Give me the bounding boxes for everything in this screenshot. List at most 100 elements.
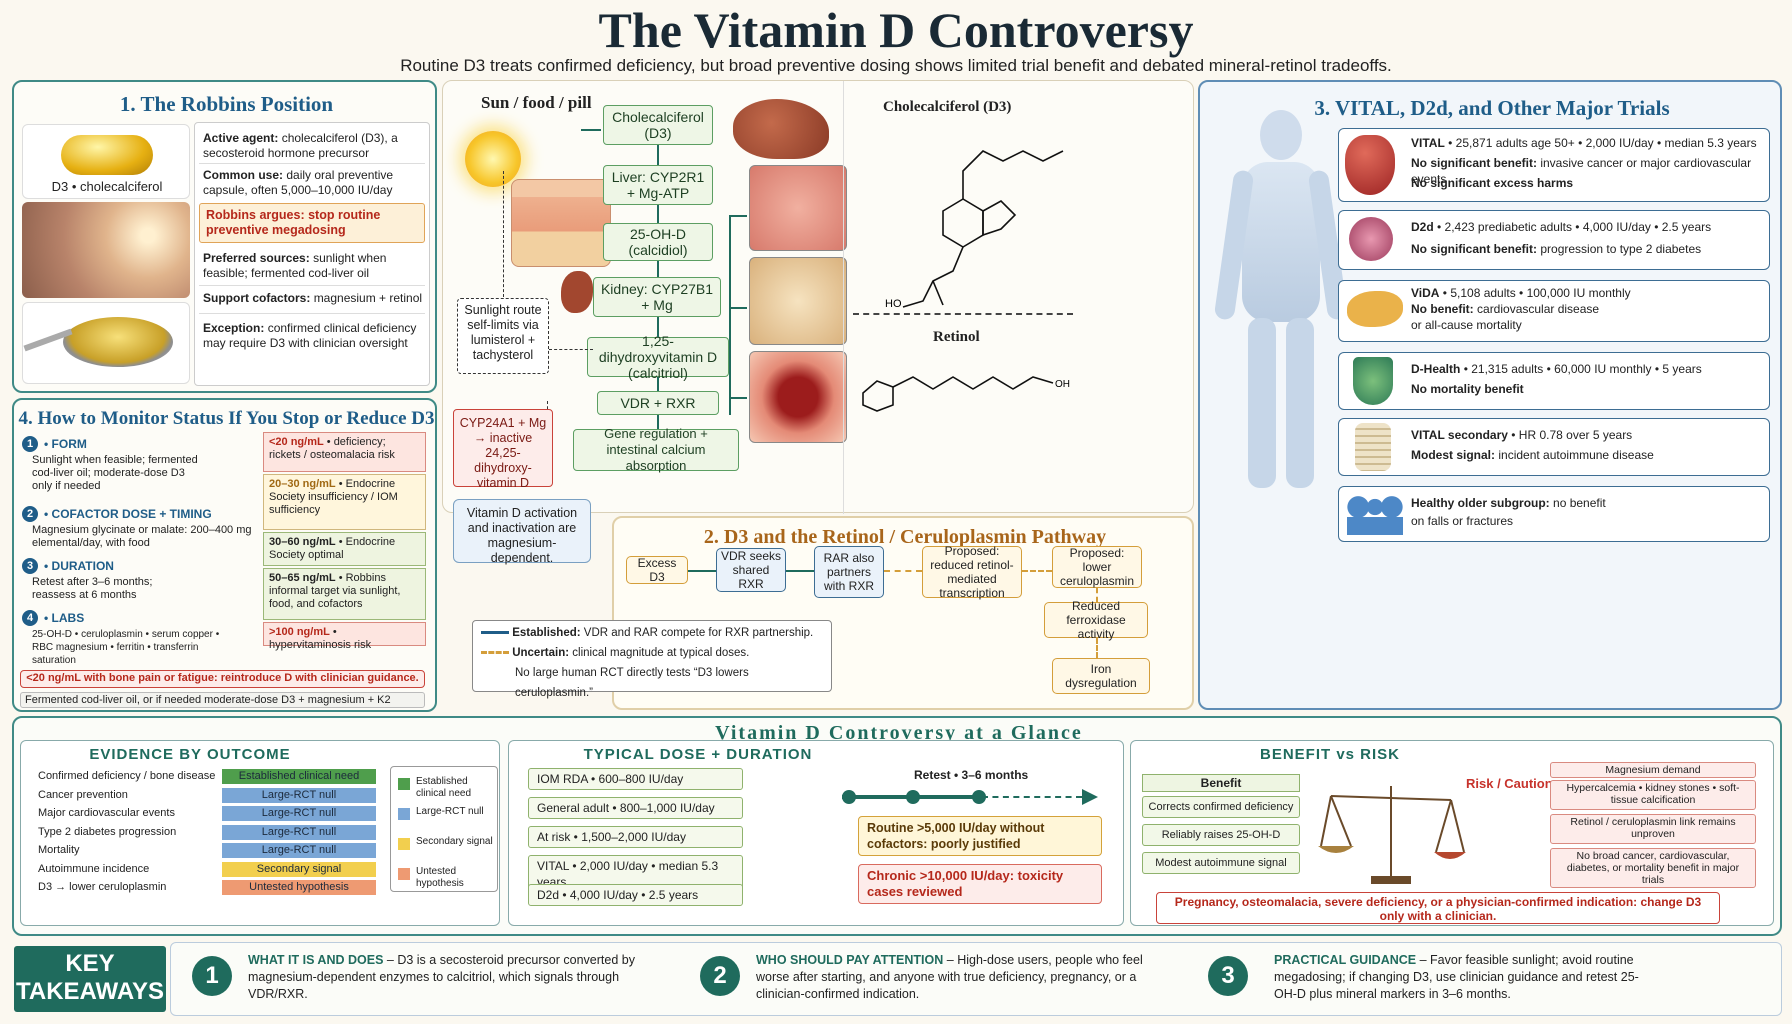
trial-vida-result-label: No benefit: xyxy=(1411,302,1474,316)
trial-d2d-detail: • 2,423 prediabetic adults • 4,000 IU/da… xyxy=(1437,220,1712,234)
node-vdr-seeks-rxr: VDR seeks shared RXR xyxy=(716,548,786,592)
monitor-head-labs: • LABS xyxy=(44,611,85,625)
activation-note: Vitamin D activation and inactivation ar… xyxy=(453,499,591,565)
svg-text:HO: HO xyxy=(885,298,902,310)
retinol-structure-label: Retinol xyxy=(933,329,980,345)
dose-row: At risk • 1,500–2,000 IU/day xyxy=(528,826,743,848)
dose-title: TYPICAL DOSE + DURATION xyxy=(583,746,813,763)
evidence-outcome: Autoimmune incidence xyxy=(38,862,150,875)
takeaway-num-1: 1 xyxy=(192,956,232,996)
step-gene-regulation: Gene regulation + intestinal calcium abs… xyxy=(573,426,739,473)
legend-swatch xyxy=(398,808,410,820)
legend-label: Large-RCT null xyxy=(416,806,484,817)
evidence-outcome: Cancer prevention xyxy=(38,788,128,801)
trial-vida: ViDA • 5,108 adults • 100,000 IU monthly… xyxy=(1338,280,1770,342)
evidence-tag: Untested hypothesis xyxy=(222,880,376,895)
robbins-argues-box: Robbins argues: stop routine preventive … xyxy=(199,203,425,243)
page-title: The Vitamin D Controversy xyxy=(598,2,1194,58)
trial-vital-secondary-label: Modest signal: xyxy=(1411,448,1496,462)
evidence-outcome: Mortality xyxy=(38,844,80,856)
people-group-icon xyxy=(1347,495,1403,535)
risk-item: No broad cancer, cardiovascular, diabete… xyxy=(1550,848,1756,888)
intestine-icon xyxy=(749,165,847,251)
legend-established-label: Established: xyxy=(512,627,581,639)
trial-dhealth-detail: • 21,315 adults • 60,000 IU monthly • 5 … xyxy=(1463,362,1702,376)
trial-vital-harms: No significant excess harms xyxy=(1411,176,1574,190)
node-reduced-ferroxidase: Reduced ferroxidase activity xyxy=(1044,599,1148,641)
trial-vital-secondary-result: incident autoimmune disease xyxy=(1498,448,1654,462)
evidence-outcome: Major cardiovascular events xyxy=(38,807,175,819)
legend-label: Established clinical need xyxy=(416,776,472,799)
skeleton-icon xyxy=(1355,423,1391,471)
preferred-sources-label: Preferred sources: xyxy=(203,251,310,265)
retinol-structure: OH xyxy=(862,376,1070,412)
trial-d2d-name: D2d xyxy=(1411,220,1434,234)
trial-vital-name: VITAL xyxy=(1411,136,1445,150)
trial-dhealth-result: No mortality benefit xyxy=(1411,382,1524,396)
monitor-text-labs: 25-OH-D • ceruloplasmin • serum copper •… xyxy=(32,629,220,666)
evidence-outcome: D3 → lower ceruloplasmin xyxy=(38,881,167,893)
robbins-title: 1. The Robbins Position xyxy=(119,92,334,116)
takeaway-2-text: – High-dose users, people who feel worse… xyxy=(756,953,1143,1001)
bone-icon xyxy=(749,257,847,345)
cholecalciferol-structure: HO xyxy=(885,150,1064,310)
trial-vida-result: cardiovascular disease xyxy=(1477,302,1600,316)
retest-label: Retest • 3–6 months xyxy=(914,768,1029,782)
retest-timeline xyxy=(842,788,1100,808)
step-liver: Liver: CYP2R1 + Mg-ATP xyxy=(603,165,713,205)
evidence-tag: Large-RCT null xyxy=(222,787,376,803)
evidence-tag: Large-RCT null xyxy=(222,806,376,821)
range-50-65: 50–65 ng/mL • Robbins informal target vi… xyxy=(263,568,426,620)
trial-vital: VITAL • 25,871 adults age 50+ • 2,000 IU… xyxy=(1338,128,1770,202)
liver-icon xyxy=(733,99,829,159)
kidney-icon xyxy=(561,271,593,313)
risk-item: Retinol / ceruloplasmin link remains unp… xyxy=(1550,814,1756,844)
trial-vital-secondary: VITAL secondary • HR 0.78 over 5 years M… xyxy=(1338,418,1770,476)
step-vdr-rxr: VDR + RXR xyxy=(597,391,719,415)
balance-scale-icon xyxy=(1318,786,1466,884)
trial-older-name: Healthy older subgroup: xyxy=(1411,496,1550,510)
evidence-tag: Secondary signal xyxy=(222,861,376,877)
legend-uncertain-text: clinical magnitude at typical doses. xyxy=(572,647,750,659)
risk-label: Risk / Caution xyxy=(1466,776,1553,791)
takeaway-1-text: – D3 is a secosteroid precursor converte… xyxy=(248,953,635,1001)
evidence-tag: Large-RCT null xyxy=(222,824,376,840)
step-cholecalciferol: Cholecalciferol (D3) xyxy=(603,105,713,145)
monitor-head-cofactor: • COFACTOR DOSE + TIMING xyxy=(44,507,212,521)
robbins-info-list: Active agent: cholecalciferol (D3), a se… xyxy=(194,122,430,386)
legend-established-text: VDR and RAR compete for RXR partnership. xyxy=(583,627,814,639)
cofactors-text: magnesium + retinol xyxy=(313,291,423,305)
legend-label: Secondary signal xyxy=(416,836,493,847)
dose-row: D2d • 4,000 IU/day • 2.5 years xyxy=(528,884,743,906)
trial-dhealth: D-Health • 21,315 adults • 60,000 IU mon… xyxy=(1338,352,1770,410)
evidence-title: EVIDENCE BY OUTCOME xyxy=(89,746,291,763)
cyp24a1-box: CYP24A1 + Mg → inactive 24,25-dihydroxy-… xyxy=(453,409,553,490)
chronic-warning: Chronic >10,000 IU/day: toxicity cases r… xyxy=(858,864,1102,904)
capsule-image: D3 • cholecalciferol xyxy=(22,124,190,199)
takeaways-strip xyxy=(170,942,1782,1016)
monitor-head-form: • FORM xyxy=(44,437,87,451)
human-body-figure xyxy=(1213,110,1349,490)
robbins-panel: 1. The Robbins Position D3 • cholecalcif… xyxy=(12,80,437,393)
retinol-pathway-title: 2. D3 and the Retinol / Ceruloplasmin Pa… xyxy=(703,526,1107,548)
sun-icon xyxy=(465,131,521,187)
risk-item: Hypercalcemia • kidney stones • soft-tis… xyxy=(1550,780,1756,810)
trials-title: 3. VITAL, D2d, and Other Major Trials xyxy=(1314,96,1670,120)
evidence-tag: Large-RCT null xyxy=(222,843,376,858)
robbins-argues-text: Robbins argues: stop routine preventive … xyxy=(206,208,381,237)
node-excess-d3: Excess D3 xyxy=(626,556,688,584)
svg-text:OH: OH xyxy=(1055,379,1070,390)
skin-section-icon xyxy=(511,179,611,267)
takeaway-num-3: 3 xyxy=(1208,956,1248,996)
exception-label: Exception: xyxy=(203,321,265,335)
pancreas-icon xyxy=(1347,291,1403,327)
trial-vida-result-2: or all-cause mortality xyxy=(1411,318,1522,332)
range-over-100: >100 ng/mL • hypervitaminosis risk xyxy=(263,622,426,651)
capsule-label: D3 • cholecalciferol xyxy=(51,179,163,194)
legend-uncertain-label: Uncertain: xyxy=(512,647,570,659)
step-calcitriol: 1,25-dihydroxyvitamin D (calcitriol) xyxy=(587,333,729,381)
sun-food-pill-label: Sun / food / pill xyxy=(481,93,592,112)
trial-vida-detail: • 5,108 adults • 100,000 IU monthly xyxy=(1442,286,1631,300)
preferred-sources-text: sunlight when feasible; fermented cod-li… xyxy=(203,251,387,280)
monitor-title: 4. How to Monitor Status If You Stop or … xyxy=(18,408,435,429)
